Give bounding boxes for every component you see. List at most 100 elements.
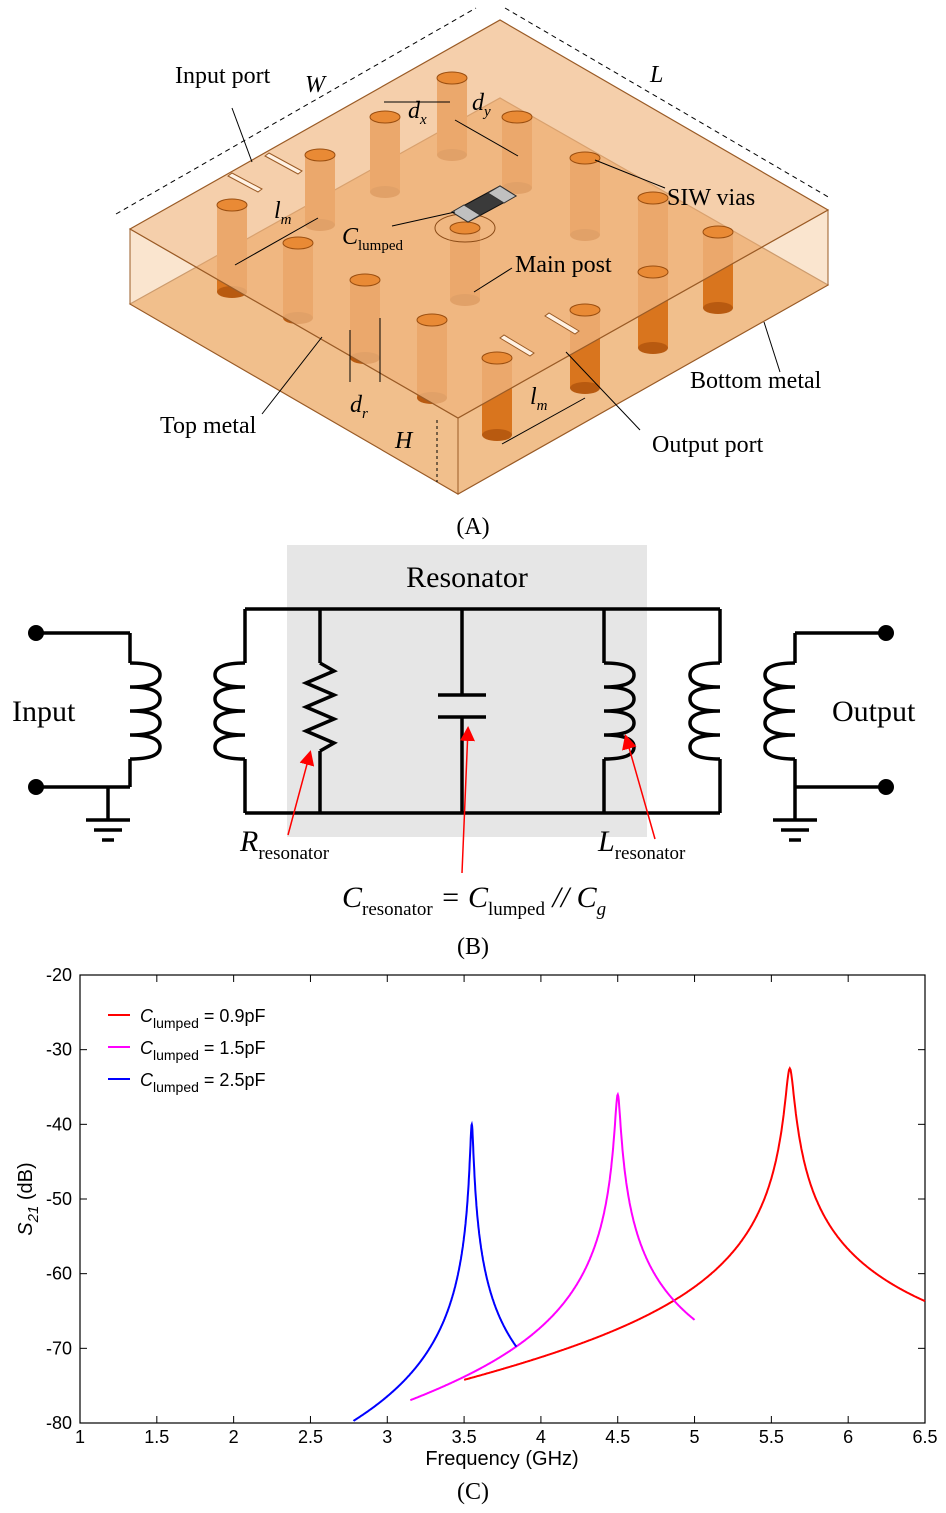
via-post-top: [449, 221, 481, 235]
panel-a-caption: (A): [456, 514, 489, 540]
resonator-title: Resonator: [406, 561, 528, 594]
resonator-box: [287, 545, 647, 837]
via-post-top: [637, 191, 669, 205]
left-coupling-coil-icon: [213, 661, 246, 761]
via-post-tops: [216, 71, 734, 365]
input-port-leader: [231, 107, 253, 163]
lm-right-label: lm: [530, 384, 548, 414]
l-arrow: [622, 734, 656, 840]
top-metal-leader: [261, 336, 323, 415]
y-tick-label: -40: [46, 1114, 72, 1134]
via-post-top: [282, 236, 314, 250]
lumped-capacitor: [434, 185, 517, 243]
legend-entry: Clumped = 2.5pF: [140, 1070, 265, 1095]
l-resonator-label: Lresonator: [597, 825, 686, 864]
y-tick-label: -30: [46, 1040, 72, 1060]
via-post-top: [501, 110, 533, 124]
resistor-icon: [301, 661, 339, 753]
output-terminal-bottom: [878, 779, 894, 795]
x-axis-label: Frequency (GHz): [425, 1448, 578, 1470]
via-post-top: [637, 265, 669, 279]
lm-left-dim-line: [234, 217, 319, 266]
panel-c-caption: (C): [457, 1479, 489, 1505]
right-coupling-coil-icon: [688, 661, 721, 761]
x-tick-label: 5.5: [759, 1427, 784, 1447]
input-port-label: Input port: [175, 63, 271, 89]
capacitor-terminal-left: [451, 204, 481, 223]
x-tick-label: 6.5: [912, 1427, 937, 1447]
output-slot-1: [499, 334, 535, 357]
resonator-network: [213, 607, 722, 815]
lm-right-dim-line: [501, 397, 586, 445]
output-terminal-top: [878, 625, 894, 641]
x-tick-label: 4.5: [605, 1427, 630, 1447]
bottom-metal-label: Bottom metal: [690, 368, 822, 394]
top-metal-face: [128, 19, 830, 419]
input-terminal-bottom: [28, 779, 44, 795]
legend-entry: Clumped = 1.5pF: [140, 1038, 265, 1063]
clumped-leader: [391, 211, 456, 227]
input-label: Input: [12, 695, 76, 728]
y-axis-label: S21 (dB): [15, 1162, 42, 1235]
y-tick-label: -20: [46, 965, 72, 985]
output-slot-2: [544, 312, 580, 335]
legend-entry: Clumped = 0.9pF: [140, 1006, 265, 1031]
c-resonator-equation: Cresonator = Clumped // Cg: [342, 881, 606, 920]
bottom-metal-leader: [763, 321, 781, 373]
via-post-top: [216, 198, 248, 212]
panel-a-structure: Input port W L dx dy SIW vias lm Clumped…: [115, 7, 831, 540]
via-post-top: [349, 273, 381, 287]
via-post-top: [702, 225, 734, 239]
via-post-base: [703, 302, 733, 314]
x-tick-label: 6: [843, 1427, 853, 1447]
output-port-label: Output port: [652, 432, 764, 458]
via-post-top: [416, 313, 448, 327]
y-tick-label: -60: [46, 1264, 72, 1284]
x-tick-label: 3: [382, 1427, 392, 1447]
r-resonator-label: Rresonator: [239, 825, 330, 864]
siw-vias-label: SIW vias: [667, 185, 755, 211]
series-line: [352, 1120, 518, 1422]
series-line: [463, 1066, 926, 1381]
legend: Clumped = 0.9pF Clumped = 1.5pF Clumped = …: [108, 1006, 265, 1095]
y-tick-label: -50: [46, 1189, 72, 1209]
input-slot-2: [264, 152, 303, 175]
panel-b-caption: (B): [457, 934, 489, 960]
x-tick-label: 3.5: [452, 1427, 477, 1447]
input-terminal-top: [28, 625, 44, 641]
output-label: Output: [832, 695, 916, 728]
via-post-base: [570, 382, 600, 394]
red-arrows: [287, 726, 656, 874]
via-post-top: [569, 303, 601, 317]
h-label: H: [394, 428, 414, 454]
via-post-top: [481, 351, 513, 365]
via-post-top: [304, 148, 336, 162]
feed-slots: [227, 152, 580, 357]
clumped-label: Clumped: [342, 224, 404, 254]
r-arrow: [287, 750, 315, 836]
main-post-leader: [473, 267, 513, 293]
main-post-label: Main post: [515, 252, 612, 278]
capacitor-terminal-right: [487, 185, 517, 204]
y-tick-label: -70: [46, 1338, 72, 1358]
via-post-base: [638, 342, 668, 354]
output-port-leader: [565, 351, 641, 431]
x-tick-label: 5: [690, 1427, 700, 1447]
w-dim-line: [115, 7, 477, 215]
x-tick-label: 2: [229, 1427, 239, 1447]
top-metal-group: [128, 19, 830, 419]
series-lines: [352, 1066, 926, 1422]
l-label: L: [649, 62, 663, 88]
input-network: [38, 631, 162, 842]
top-metal-label: Top metal: [160, 413, 257, 439]
panel-b-circuit: Resonator Input: [12, 545, 916, 960]
via-post-top: [569, 151, 601, 165]
dimension-lines: [115, 7, 831, 482]
output-network: [763, 631, 886, 842]
dr-label: dr: [350, 392, 368, 422]
lm-left-label: lm: [274, 198, 292, 228]
siw-leader: [594, 159, 666, 189]
series-line: [409, 1091, 696, 1402]
